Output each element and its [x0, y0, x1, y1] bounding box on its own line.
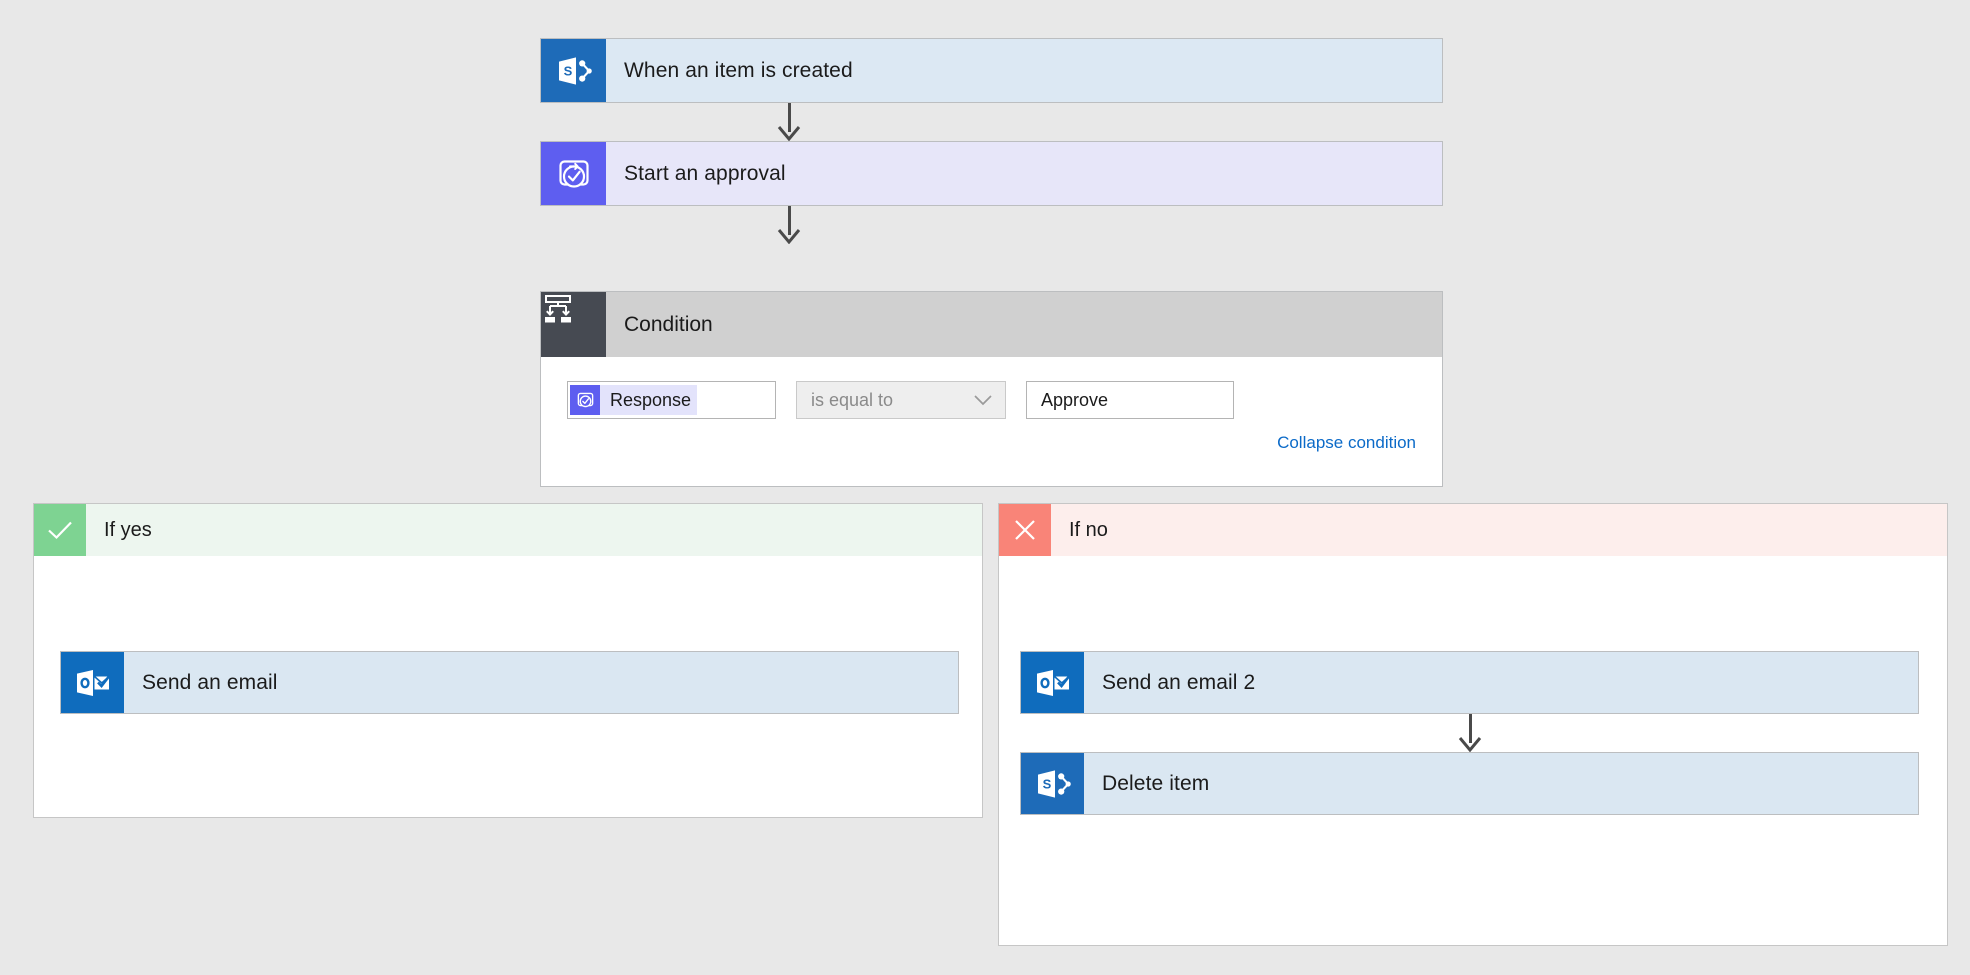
connector-trigger-to-approval [774, 103, 804, 142]
flow-node-title: Send an email 2 [1102, 670, 1256, 694]
svg-text:S: S [1042, 776, 1051, 791]
condition-branch-icon [541, 292, 606, 357]
chevron-down-icon [973, 390, 993, 411]
sharepoint-icon: S [1021, 753, 1084, 814]
checkmark-icon [34, 504, 86, 556]
condition-value-input[interactable]: Approve [1026, 381, 1234, 419]
outlook-icon [61, 652, 124, 713]
branch-if-no-header[interactable]: If no [999, 504, 1947, 556]
flow-node-condition[interactable]: Condition Response [540, 291, 1443, 487]
branch-if-yes: If yes Send an email [33, 503, 983, 818]
svg-text:S: S [563, 63, 572, 78]
outlook-icon [1021, 652, 1084, 713]
condition-expression-row: Response is equal to Approve [567, 381, 1416, 419]
flow-node-send-an-email[interactable]: Send an email [60, 651, 959, 714]
branch-if-yes-header[interactable]: If yes [34, 504, 982, 556]
flow-node-send-an-email-2[interactable]: Send an email 2 [1020, 651, 1919, 714]
flow-node-title: Start an approval [624, 161, 786, 185]
condition-value-text: Approve [1041, 389, 1109, 410]
connector-approval-to-condition [774, 206, 804, 245]
condition-operator-value: is equal to [811, 389, 894, 410]
close-x-icon [999, 504, 1051, 556]
connector-email2-to-delete-item [1455, 714, 1485, 753]
condition-header[interactable]: Condition [541, 292, 1442, 357]
approvals-icon [541, 142, 606, 205]
condition-operand-field[interactable]: Response [567, 381, 776, 419]
flow-node-title: Condition [624, 312, 713, 336]
branch-if-yes-label: If yes [104, 518, 152, 541]
sharepoint-icon: S [541, 39, 606, 102]
branch-if-no: If no Send an email 2 [998, 503, 1948, 946]
condition-body: Response is equal to Approve Collapse co… [541, 357, 1442, 486]
response-token-label: Response [610, 389, 692, 410]
flow-node-delete-item[interactable]: S Delete item [1020, 752, 1919, 815]
response-token[interactable]: Response [570, 385, 698, 415]
approvals-icon [570, 385, 600, 415]
flow-node-title: Send an email [142, 670, 278, 694]
condition-operator-select[interactable]: is equal to [796, 381, 1006, 419]
flow-node-title: When an item is created [624, 58, 853, 82]
flow-node-title: Delete item [1102, 771, 1210, 795]
branch-if-no-label: If no [1069, 518, 1108, 541]
flow-node-when-an-item-is-created[interactable]: S When an item is created [540, 38, 1443, 103]
flow-node-start-an-approval[interactable]: Start an approval [540, 141, 1443, 206]
collapse-condition-link[interactable]: Collapse condition [1277, 433, 1416, 452]
